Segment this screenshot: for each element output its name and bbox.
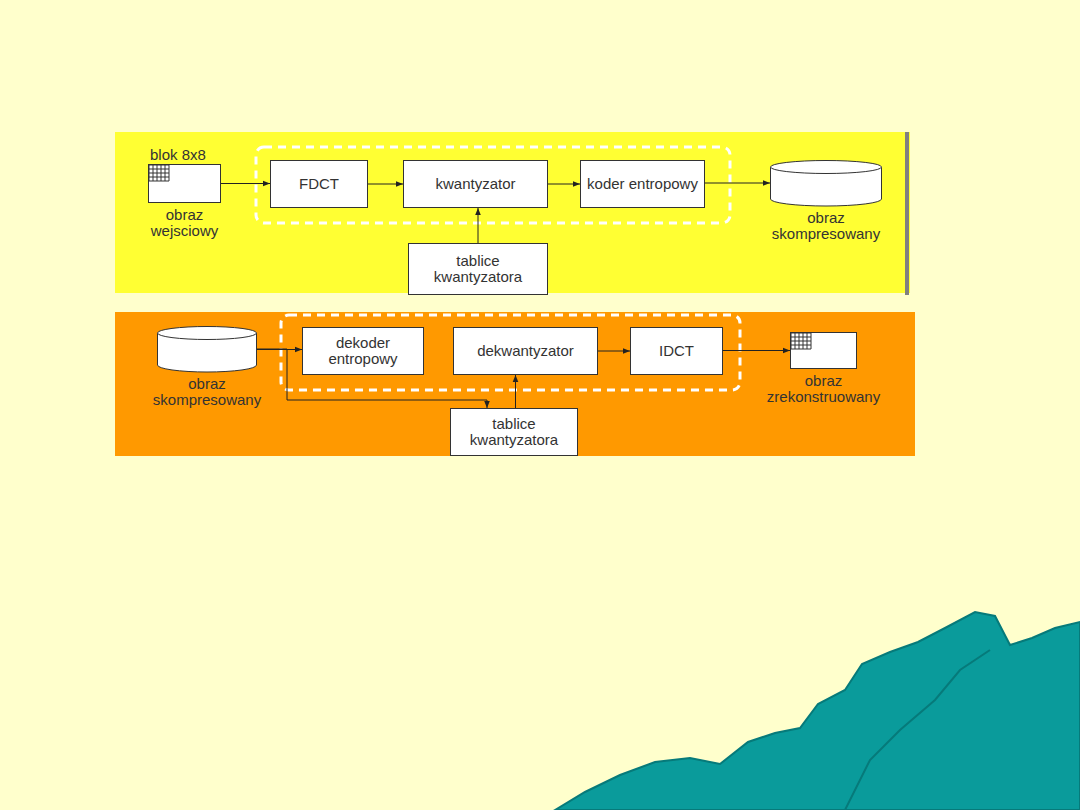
block-grid (149, 181, 169, 182)
flow-arrow (368, 184, 403, 185)
process-box: tablice kwantyzatora (450, 408, 578, 456)
box-label: tablice kwantyzatora (456, 416, 572, 448)
image-frame (149, 165, 221, 203)
process-box: koder entropowy (580, 160, 705, 208)
process-box: IDCT (630, 327, 723, 375)
process-box: tablice kwantyzatora (408, 243, 548, 295)
block-grid (149, 173, 169, 174)
block-grid (791, 341, 811, 342)
decoder-group (281, 315, 740, 390)
storage-node: obraz skompresowany (770, 160, 882, 206)
image-icon (790, 332, 857, 369)
image-icon (148, 164, 221, 203)
process-box: kwantyzator (403, 160, 548, 208)
storage-cylinder (157, 326, 257, 372)
node-caption: obraz skompresowany (764, 210, 889, 242)
storage-node: obraz skompresowany (157, 326, 257, 372)
box-label: dekoder entropowy (308, 335, 418, 367)
block-grid (149, 177, 169, 178)
box-label: dekwantyzator (477, 343, 574, 359)
process-box: dekwantyzator (453, 327, 598, 375)
box-label: IDCT (659, 343, 694, 359)
decoder-band (115, 312, 915, 456)
block-grid (149, 169, 169, 170)
box-label: FDCT (299, 176, 339, 192)
image-node: blok 8x8obraz wejsciowy (148, 164, 221, 203)
node-caption: obraz wejsciowy (137, 207, 232, 239)
node-caption: obraz zrekonstruowany (761, 373, 886, 405)
block-grid (791, 337, 811, 338)
image-frame (791, 333, 857, 369)
image-node: obraz zrekonstruowany (790, 332, 857, 369)
flow-arrow (548, 184, 580, 185)
encoder-band (115, 132, 910, 293)
flow-arrow (515, 375, 516, 408)
box-label: tablice kwantyzatora (414, 253, 542, 285)
flow-arrow (221, 183, 270, 184)
band-edge (905, 132, 909, 295)
block-grid (791, 349, 811, 350)
cylinder-top (158, 327, 257, 340)
flow-arrow (723, 350, 790, 351)
cylinder-top (771, 161, 882, 174)
mountain-decor (555, 612, 1080, 810)
box-label: kwantyzator (435, 176, 515, 192)
block-grid (791, 345, 811, 346)
node-caption: obraz skompresowany (145, 376, 270, 408)
mountain-ridge (845, 650, 990, 810)
flow-arrow (598, 351, 630, 352)
block-grid (149, 165, 169, 166)
node-caption: blok 8x8 (150, 147, 206, 163)
flow-arrow (478, 208, 479, 243)
process-box: FDCT (270, 160, 368, 208)
flow-arrow (705, 183, 770, 184)
box-label: koder entropowy (587, 176, 698, 192)
block-grid (791, 333, 811, 334)
storage-cylinder (770, 160, 882, 206)
process-box: dekoder entropowy (302, 327, 424, 375)
encoder-group (256, 147, 730, 223)
